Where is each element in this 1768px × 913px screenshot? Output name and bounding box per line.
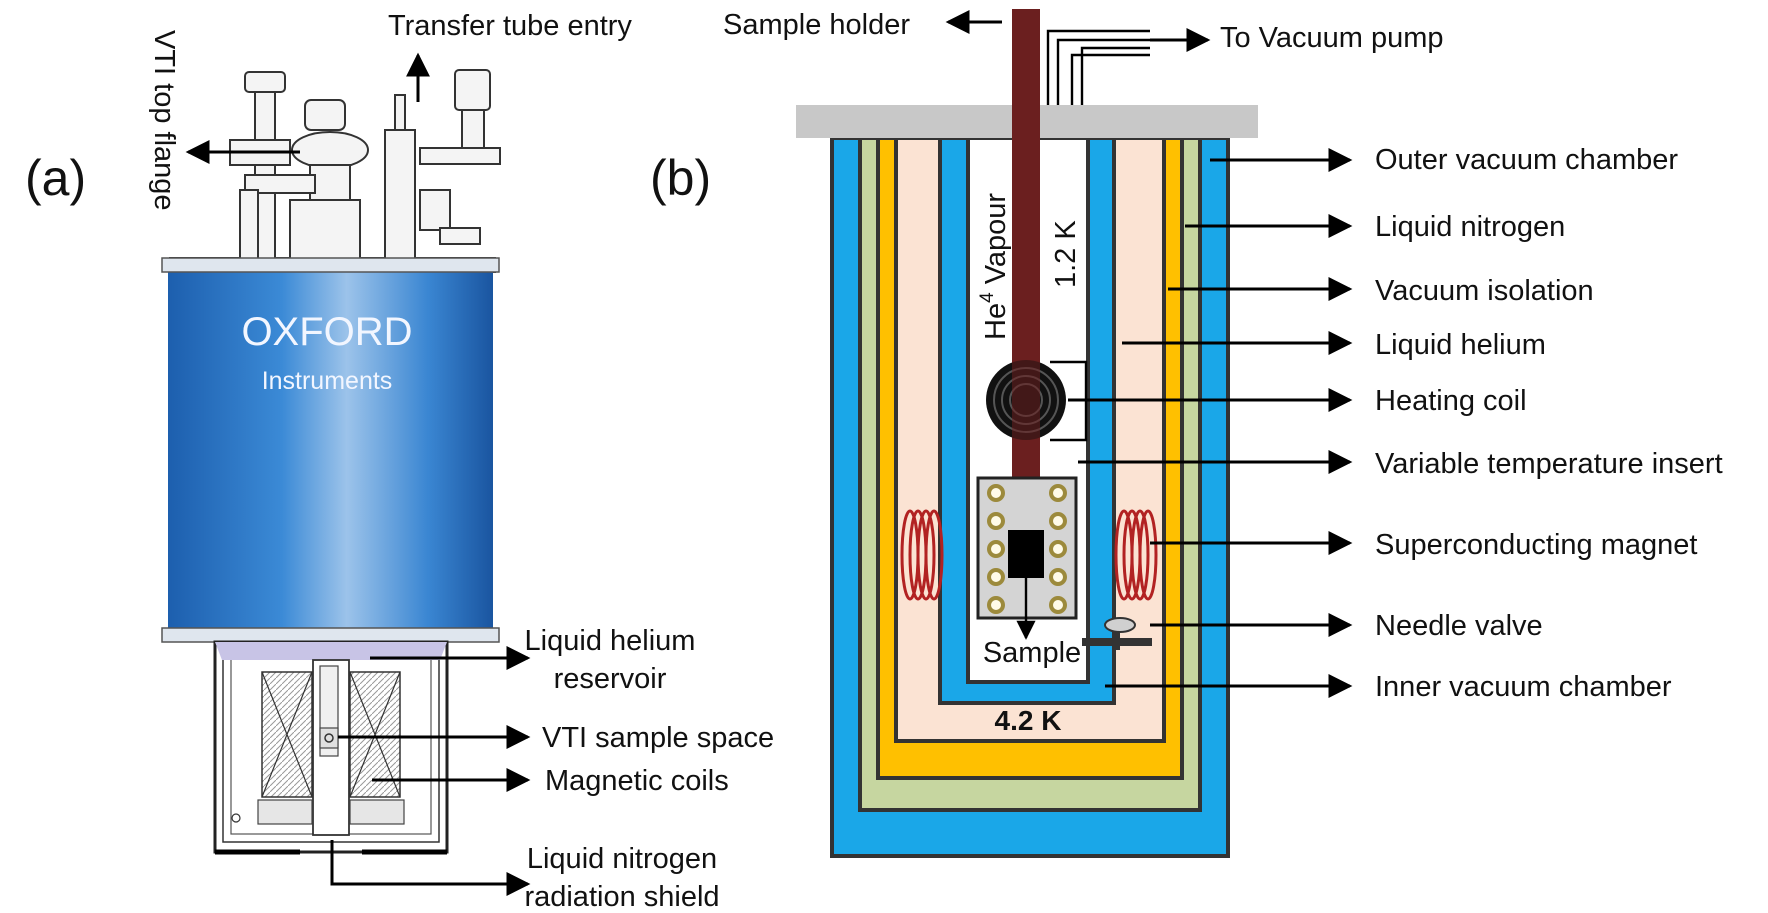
label-variable-temperature-insert: Variable temperature insert [1375,448,1723,480]
panel-a-annotations: VTI top flange Transfer tube entry Liqui… [148,10,774,913]
label-needle-valve: Needle valve [1375,610,1543,642]
label-magnetic-coils: Magnetic coils [545,765,729,797]
panel-label-a: (a) [25,150,86,206]
panel-b-inner-labels: He4 Vapour 1.2 K Sample 4.2 K [977,193,1082,736]
label-liquid-nitrogen-shield-line1: Liquid nitrogen [527,843,717,875]
dewar-cutaway [213,640,449,855]
brand-name: OXFORD [241,310,412,354]
label-heating-coil: Heating coil [1375,385,1527,417]
label-liquid-nitrogen-shield-line2: radiation shield [524,881,719,913]
label-sample-holder: Sample holder [723,9,910,41]
label-inner-vacuum-chamber: Inner vacuum chamber [1375,671,1672,703]
dewar-body: OXFORD Instruments [161,257,500,643]
label-liquid-helium-reservoir-line2: reservoir [554,663,667,695]
label-vacuum-isolation: Vacuum isolation [1375,275,1594,307]
cryostat-schematic [796,9,1258,858]
panel-b-top-annotations: Sample holder To Vacuum pump [723,9,1444,54]
needle-valve [1082,617,1152,650]
bath-temperature-label: 4.2 K [995,705,1062,736]
label-transfer-tube-entry: Transfer tube entry [388,10,632,42]
label-vti-sample-space: VTI sample space [542,722,774,754]
label-vti-top-flange: VTI top flange [148,30,180,211]
label-liquid-helium-reservoir-line1: Liquid helium [525,625,696,657]
panel-b-side-annotations: Outer vacuum chamber Liquid nitrogen Vac… [1068,144,1723,703]
label-to-vacuum-pump: To Vacuum pump [1220,22,1444,54]
label-superconducting-magnet: Superconducting magnet [1375,529,1697,561]
label-liquid-nitrogen: Liquid nitrogen [1375,211,1565,243]
superconducting-magnet-left [900,509,944,601]
panel-label-b: (b) [650,150,711,206]
superconducting-magnet-right [1114,509,1158,601]
vti-top-flange-assembly [169,69,501,273]
he4-vapour-label: He4 Vapour [977,193,1012,340]
heating-coil [986,360,1088,442]
brand-subtitle: Instruments [262,367,393,395]
label-outer-vacuum-chamber: Outer vacuum chamber [1375,144,1678,176]
label-liquid-helium: Liquid helium [1375,329,1546,361]
sample-label: Sample [983,637,1081,669]
sample-holder-chip [976,476,1078,640]
vti-temperature-label: 1.2 K [1050,220,1082,288]
